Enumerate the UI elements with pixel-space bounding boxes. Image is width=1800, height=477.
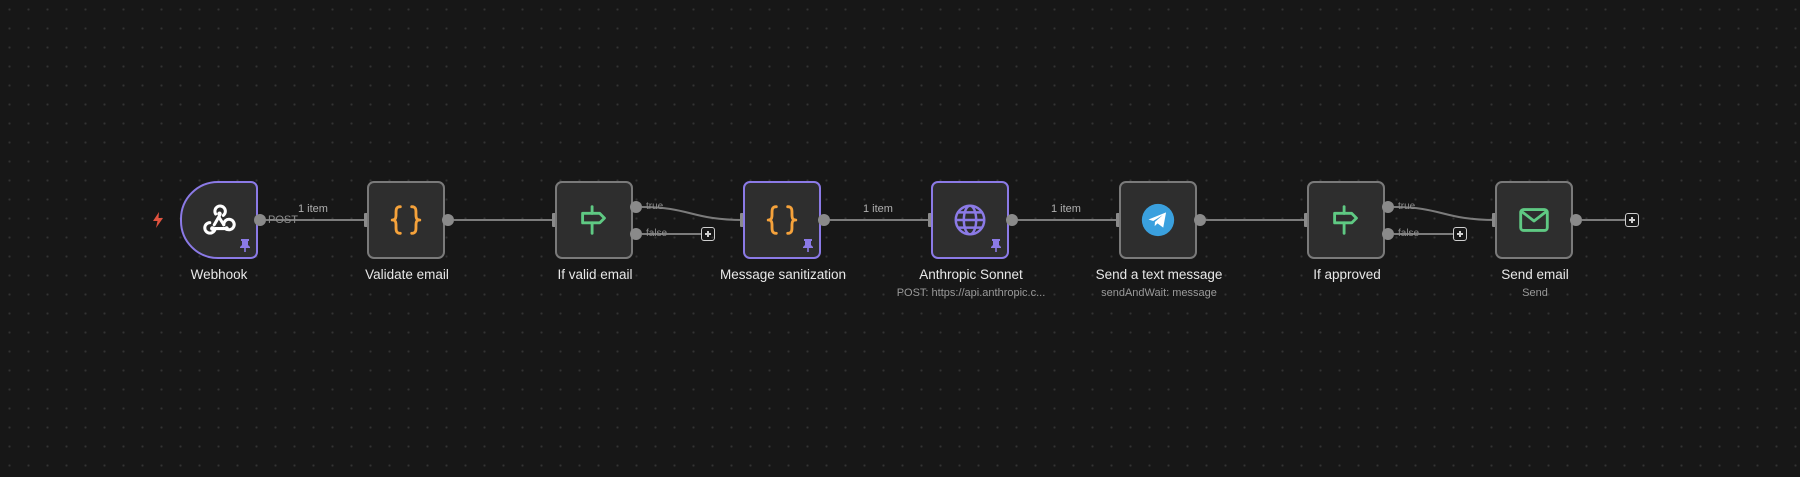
- edge-item-count: 1 item: [298, 203, 328, 215]
- node-send-email[interactable]: [1495, 181, 1573, 259]
- pin-icon: [803, 239, 813, 252]
- telegram-icon: [1141, 203, 1175, 237]
- node-validate-email[interactable]: [367, 181, 445, 259]
- node-message-sanitization[interactable]: [743, 181, 821, 259]
- pin-icon: [991, 239, 1001, 252]
- node-webhook[interactable]: [180, 181, 258, 259]
- node-if-approved[interactable]: [1307, 181, 1385, 259]
- envelope-icon: [1519, 208, 1549, 232]
- branch-label-true: true: [646, 201, 664, 212]
- add-node-button[interactable]: [701, 227, 715, 241]
- output-handle[interactable]: [1570, 214, 1582, 226]
- connection-if-valid-true-sanitize[interactable]: [641, 206, 744, 221]
- code-braces-icon: [766, 205, 798, 235]
- globe-icon: [954, 204, 986, 236]
- pin-icon: [240, 239, 250, 252]
- edge-item-count: 1 item: [1051, 203, 1081, 215]
- output-handle[interactable]: [442, 214, 454, 226]
- output-handle-true[interactable]: [1382, 201, 1394, 213]
- output-handle[interactable]: [818, 214, 830, 226]
- output-handle[interactable]: [1006, 214, 1018, 226]
- node-label: Send email: [1501, 267, 1569, 282]
- node-if-valid-email[interactable]: [555, 181, 633, 259]
- node-label: Webhook: [190, 267, 248, 282]
- connection-if-approved-true-send-email[interactable]: [1393, 206, 1496, 221]
- if-signpost-icon: [581, 205, 606, 235]
- edge-method-label: POST: [268, 214, 298, 226]
- output-handle-false[interactable]: [1382, 228, 1394, 240]
- output-handle[interactable]: [1194, 214, 1206, 226]
- node-subtitle: Send: [1522, 287, 1548, 299]
- edge-item-count: 1 item: [863, 203, 893, 215]
- node-label: Send a text message: [1095, 267, 1223, 282]
- trigger-bolt-icon: [153, 212, 163, 228]
- webhook-icon: [203, 204, 236, 235]
- node-label: If valid email: [557, 267, 633, 282]
- node-label: If approved: [1313, 267, 1381, 282]
- output-handle[interactable]: [254, 214, 266, 226]
- add-node-button[interactable]: [1453, 227, 1467, 241]
- branch-label-true: true: [1398, 201, 1416, 212]
- code-braces-icon: [390, 205, 422, 235]
- if-signpost-icon: [1333, 205, 1358, 235]
- node-label: Anthropic Sonnet: [919, 267, 1023, 282]
- add-node-button[interactable]: [1625, 213, 1639, 227]
- node-subtitle: POST: https://api.anthropic.c...: [896, 287, 1046, 299]
- node-label: Validate email: [365, 267, 449, 282]
- node-label: Message sanitization: [719, 267, 847, 282]
- node-send-text-message[interactable]: [1119, 181, 1197, 259]
- node-anthropic-sonnet[interactable]: [931, 181, 1009, 259]
- output-handle-true[interactable]: [630, 201, 642, 213]
- output-handle-false[interactable]: [630, 228, 642, 240]
- branch-label-false: false: [1398, 228, 1420, 239]
- node-subtitle: sendAndWait: message: [1101, 287, 1217, 299]
- branch-label-false: false: [646, 228, 668, 239]
